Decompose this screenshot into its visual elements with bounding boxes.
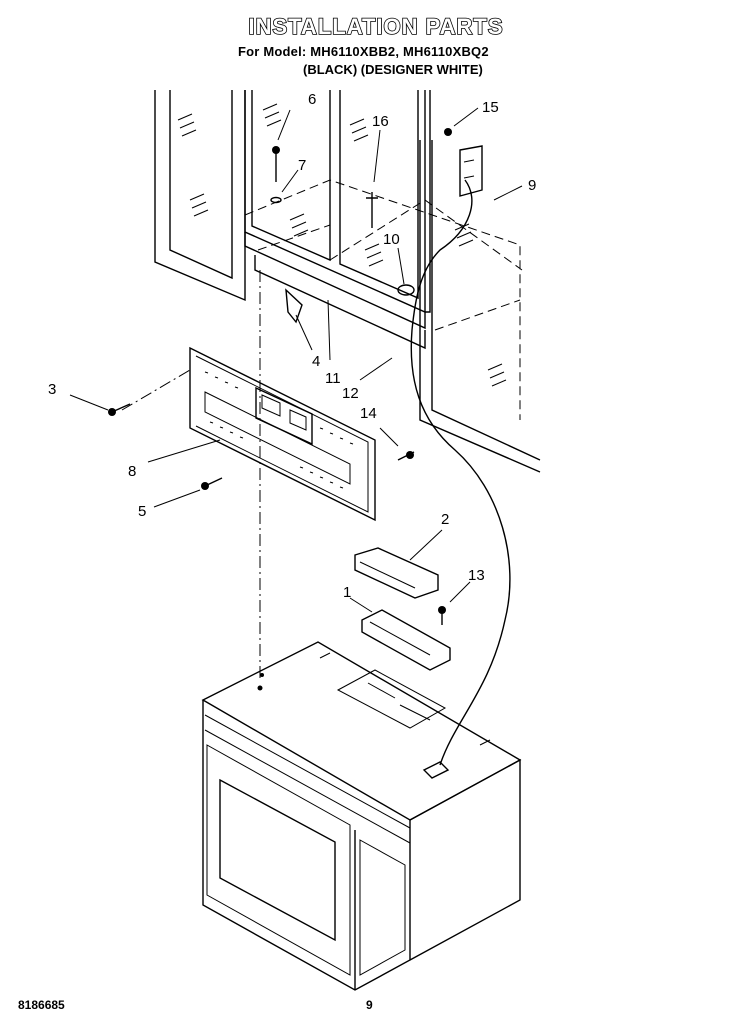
callout-9: 9 <box>528 177 536 194</box>
power-cord <box>410 179 511 766</box>
mounting-plate <box>189 346 376 522</box>
callout-7: 7 <box>298 157 306 174</box>
callout-5: 5 <box>138 503 146 520</box>
leader-lines <box>69 107 523 680</box>
fasteners <box>108 128 452 625</box>
callout-2: 2 <box>441 511 449 528</box>
page-title: INSTALLATION PARTS <box>248 13 504 40</box>
callout-1: 1 <box>343 584 351 601</box>
callout-15: 15 <box>482 99 499 116</box>
model-numbers: For Model: MH6110XBB2, MH6110XBQ2 <box>238 44 489 59</box>
callout-10: 10 <box>383 231 400 248</box>
callout-14: 14 <box>360 405 377 422</box>
microwave-oven <box>201 641 522 991</box>
callout-8: 8 <box>128 463 136 480</box>
callout-4: 4 <box>312 353 320 370</box>
document-number: 8186685 <box>18 998 65 1012</box>
page-number: 9 <box>366 998 373 1012</box>
callout-11: 11 <box>325 370 341 387</box>
color-variants: (BLACK) (DESIGNER WHITE) <box>303 62 483 77</box>
callout-13: 13 <box>468 567 485 584</box>
callout-6: 6 <box>308 91 316 108</box>
callout-16: 16 <box>372 113 389 130</box>
callout-12: 12 <box>342 385 359 402</box>
callout-labels: 1 2 3 4 5 6 7 8 9 10 11 12 13 14 15 16 <box>48 91 536 601</box>
wall-cabinets <box>154 90 541 473</box>
vent-adapters <box>354 547 451 671</box>
callout-3: 3 <box>48 381 56 398</box>
